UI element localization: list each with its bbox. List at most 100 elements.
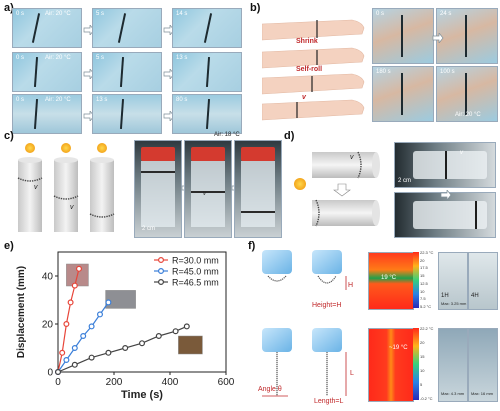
scale-tick-label: 22.3 °C — [420, 250, 434, 255]
series-point-1 — [88, 323, 95, 330]
f-t2: 4H — [471, 293, 479, 299]
panel-b-arrow-icon — [432, 30, 444, 44]
panel-a-photo-r2c2: 80 s — [172, 94, 242, 134]
velocity-label: v — [302, 94, 306, 101]
f-max-top: Max: 3.25 mm — [441, 301, 467, 306]
wire-mark — [31, 13, 40, 43]
scale-tick-label: 15 — [420, 354, 425, 359]
angle-label: Angle θ — [258, 386, 282, 393]
legend-marker-0 — [158, 257, 165, 264]
scale-tick-label: 5.2 °C — [420, 304, 432, 309]
self-roll-label: Self-roll — [296, 66, 323, 73]
f-photo-bottom-2: Max: 16 mm — [468, 328, 498, 402]
panel-d-cylinder — [413, 201, 487, 229]
series-point-0 — [67, 299, 74, 306]
panel-a-time-label: 80 s — [176, 97, 188, 103]
bottle-body — [241, 161, 275, 227]
scale-tick-label: 17.5 — [420, 265, 428, 271]
wire-mark — [205, 98, 210, 130]
wire-mark — [33, 56, 38, 88]
panel-d-letter: d) — [284, 130, 295, 142]
scale-tick-label: 10 — [420, 288, 425, 294]
thermal-image-top: 19 °C — [368, 252, 414, 310]
series-point-2 — [172, 328, 179, 335]
panel-a-time-label: 14 s — [176, 11, 188, 17]
panel-a-time-label: 5 s — [96, 55, 105, 61]
red-cap — [241, 147, 275, 161]
f-photo-top-1: 1H Max: 3.25 mm — [438, 252, 468, 310]
panel-b-time-label: 0 s — [376, 11, 385, 17]
series-point-0 — [71, 282, 78, 289]
l-label: L — [350, 370, 354, 377]
wire-mark — [117, 13, 126, 43]
scale-tick-label: 22.2 °C — [420, 326, 434, 331]
scale-tick-label: 10 — [420, 368, 425, 373]
panel-c-illustration: v v — [16, 140, 126, 236]
red-cap — [191, 147, 225, 161]
panel-a-letter: a) — [4, 2, 14, 14]
scale-tick-label: 20 — [420, 257, 425, 263]
y-tick-label: 0 — [47, 368, 53, 379]
panel-e-letter: e) — [4, 240, 14, 252]
f-t1: 1H — [441, 293, 449, 299]
thermal-scale-bottom — [413, 328, 419, 400]
shrink-label: Shrink — [296, 38, 318, 45]
series-point-1 — [96, 311, 103, 318]
h-label: H — [348, 282, 354, 289]
panel-a-photo-r1c1: 5 s — [92, 52, 162, 92]
series-point-2 — [139, 340, 146, 347]
panel-d-v-label: v — [460, 150, 463, 156]
scale-tick-label: 12.5 — [420, 280, 428, 286]
panel-a-time-label: 13 s — [96, 97, 108, 103]
series-point-1 — [80, 332, 87, 339]
legend-label-2: R=46.5 mm — [172, 278, 219, 288]
x-tick-label: 600 — [218, 377, 235, 388]
thermal-temp-bottom: ~19 °C — [389, 345, 408, 351]
panel-b-time-label: 100 s — [440, 69, 455, 75]
f-photo-top-2: 4H — [468, 252, 498, 310]
cyl-v2: v — [70, 204, 74, 211]
panel-b-time-label: 24 s — [440, 11, 452, 17]
height-label: Height=H — [312, 302, 342, 309]
wire-mark — [119, 56, 124, 88]
panel-a-air-label: Air: 20 °C — [45, 11, 71, 17]
scale-tick-label: 7.5 — [420, 296, 426, 302]
legend-label-1: R=45.0 mm — [172, 267, 219, 277]
panel-a-time-label: 0 s — [16, 11, 25, 17]
scale-tick-label: 15 — [420, 273, 425, 279]
panel-b-air-label: Air: 20 °C — [455, 112, 481, 118]
plot-frame — [57, 251, 227, 373]
f-photo-bottom-1: Max: 4.3 mm — [438, 328, 468, 402]
horizontal-cylinder-illustration — [294, 151, 380, 227]
panel-b-photo-0: 0 s — [372, 8, 434, 64]
wire-ring — [191, 191, 225, 193]
panel-a-photo-r0c2: 14 s — [172, 8, 242, 48]
series-point-0 — [59, 349, 66, 356]
panel-d-scale-label: 2 cm — [398, 178, 412, 184]
panel-d-illustration: v — [292, 140, 392, 234]
panel-d-photo-1 — [394, 192, 496, 238]
wire-ring — [241, 211, 275, 213]
series-point-2 — [88, 354, 95, 361]
series-point-2 — [155, 332, 162, 339]
panel-b-time-label: 180 s — [376, 69, 391, 75]
series-point-2 — [183, 323, 190, 330]
x-tick-label: 0 — [55, 377, 61, 388]
legend-label-0: R=30.0 mm — [172, 256, 219, 266]
arm-illustration — [261, 19, 365, 121]
x-axis-label: Time (s) — [121, 389, 163, 401]
series-point-1 — [105, 299, 112, 306]
inset-photo-r45 — [105, 290, 136, 309]
wire-ring — [141, 171, 175, 173]
wire-mark — [465, 73, 467, 115]
cyl-v1: v — [34, 184, 38, 191]
panel-b-photo-2: 180 s — [372, 66, 434, 122]
x-tick-label: 400 — [162, 377, 179, 388]
series-point-1 — [63, 356, 70, 363]
thermal-temp-top: 19 °C — [381, 275, 397, 281]
wire-mark — [465, 15, 467, 57]
red-cap — [141, 147, 175, 161]
